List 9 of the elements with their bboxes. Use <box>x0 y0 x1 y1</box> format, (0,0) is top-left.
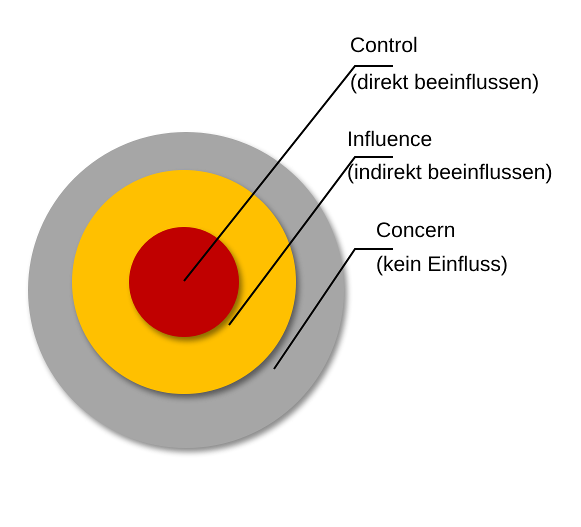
leader-line <box>273 248 393 370</box>
callout-title: Concern <box>376 219 456 243</box>
callout-description: (indirekt beeinflussen) <box>347 161 552 185</box>
callout-title: Influence <box>347 128 432 152</box>
callout-description: (direkt beeinflussen) <box>350 71 540 95</box>
callout-title: Control <box>350 34 418 58</box>
callout-description: (kein Einfluss) <box>376 253 508 277</box>
leader-line <box>183 65 393 282</box>
leader-line <box>228 156 393 326</box>
